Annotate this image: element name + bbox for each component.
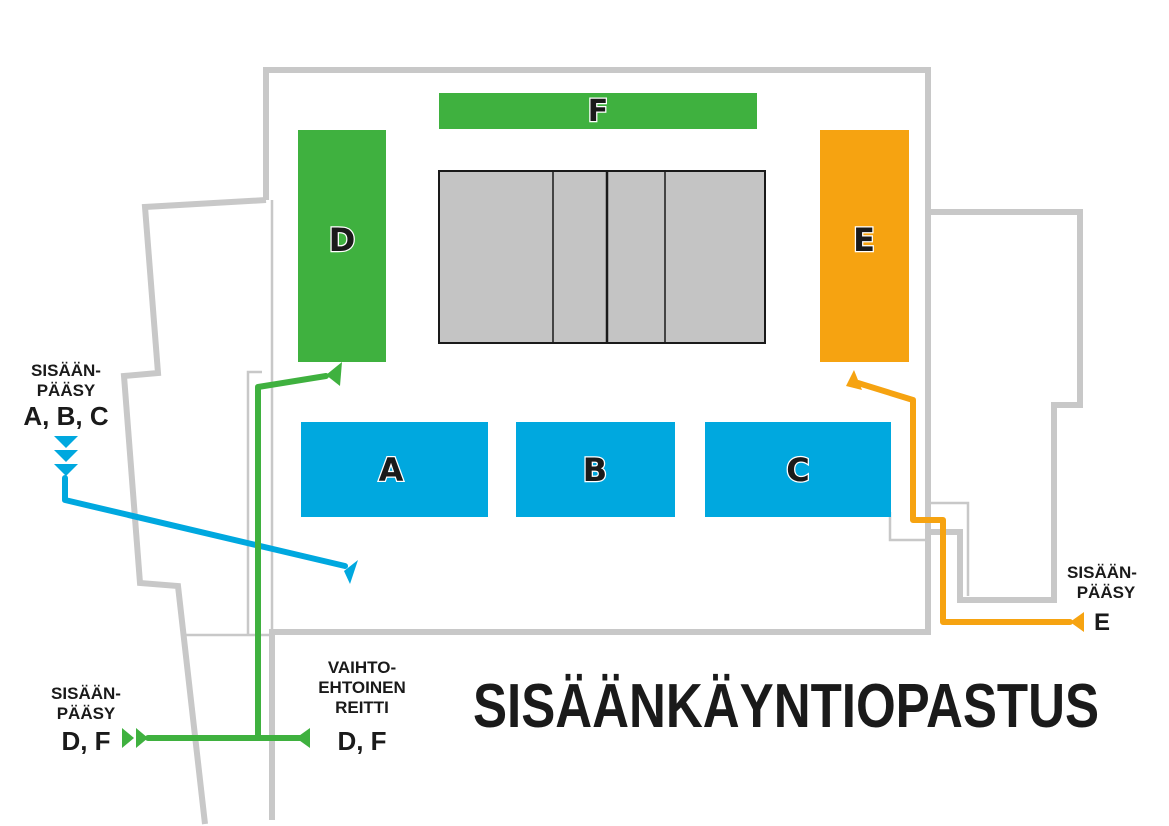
entrance-alt: VAIHTO- EHTOINEN REITTI D, F [318, 658, 406, 756]
entrance-alt-letters: D, F [337, 726, 386, 756]
section-a-label: A [379, 451, 404, 489]
entrance-e-line2: PÄÄSY [1077, 583, 1136, 602]
inner-wall-lower-left [246, 370, 262, 635]
arrow-icon [326, 362, 342, 386]
entrance-df-line2: PÄÄSY [57, 704, 116, 723]
route-abc [62, 475, 348, 569]
east-wing-outline [928, 209, 1083, 603]
arrow-icon [296, 728, 310, 748]
section-b-label: B [583, 451, 607, 489]
entrance-abc-letters: A, B, C [23, 401, 108, 431]
entrance-df-line1: SISÄÄN- [51, 684, 121, 703]
section-e[interactable] [820, 130, 909, 362]
section-f[interactable] [439, 93, 757, 129]
chevron-icon [54, 450, 78, 462]
arrow-icon [344, 560, 358, 584]
entrance-abc-line1: SISÄÄN- [31, 361, 101, 380]
routes [62, 373, 1073, 741]
section-f-label: F [588, 94, 609, 129]
arrow-icon [846, 370, 862, 390]
section-d-label: D [329, 221, 356, 259]
section-e-label: E [853, 221, 875, 259]
route-e [855, 380, 1073, 625]
entrance-abc: SISÄÄN- PÄÄSY A, B, C [23, 361, 108, 431]
inner-wall-east [888, 512, 926, 542]
entrance-alt-line2: EHTOINEN [318, 678, 406, 697]
section-b[interactable] [516, 422, 675, 517]
seating-sections: F D E A B C [298, 93, 909, 517]
entrance-e-letters: E [1094, 609, 1110, 636]
entrance-alt-line1: VAIHTO- [328, 658, 396, 677]
section-d[interactable] [298, 130, 386, 362]
section-c-label: C [786, 451, 809, 489]
building-thin-walls [186, 200, 970, 637]
entrance-df: SISÄÄN- PÄÄSY D, F [51, 684, 121, 756]
section-a[interactable] [301, 422, 488, 517]
chevron-icon [54, 464, 78, 476]
chevron-icon [54, 436, 78, 448]
arrow-icon [1070, 612, 1084, 632]
chevron-icon [122, 728, 134, 748]
route-arrows [54, 362, 1084, 748]
entrance-abc-line2: PÄÄSY [37, 381, 96, 400]
inner-wall-east-2 [930, 501, 970, 596]
section-c[interactable] [705, 422, 891, 517]
entrance-alt-line3: REITTI [335, 698, 389, 717]
chevron-icon [136, 728, 148, 748]
court-area [438, 170, 766, 344]
entrance-e: SISÄÄN- PÄÄSY E [1067, 563, 1137, 636]
entrance-df-letters: D, F [61, 726, 110, 756]
west-wing-outline [120, 197, 267, 825]
entrance-e-line1: SISÄÄN- [1067, 563, 1137, 582]
route-df [145, 373, 329, 741]
main-hall-outline [263, 67, 931, 820]
court [438, 170, 766, 344]
building-walls [120, 67, 1083, 825]
page-title: SISÄÄNKÄYNTIOPASTUS [473, 672, 1099, 741]
